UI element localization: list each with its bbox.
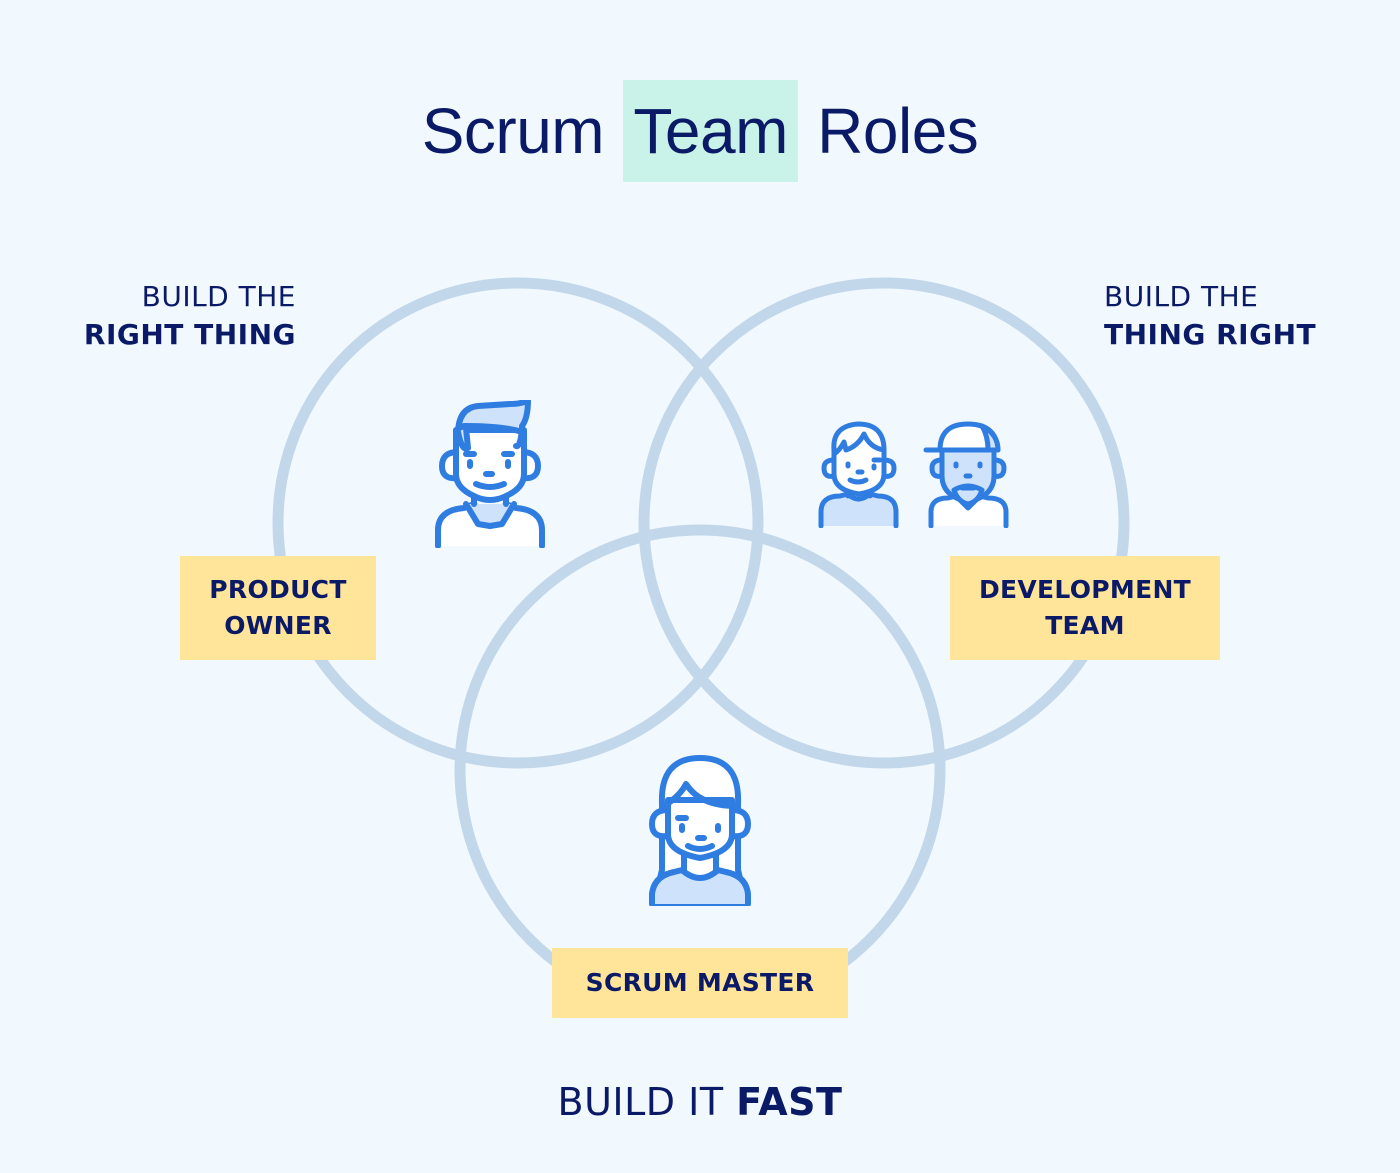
- circle-development-team: [638, 277, 1130, 769]
- title-word-scrum: Scrum: [421, 95, 605, 167]
- tagline-development-light: BUILD THE: [1104, 280, 1259, 313]
- title-word-team-highlighted: Team: [623, 80, 798, 182]
- page-title: Scrum Team Roles: [0, 80, 1400, 182]
- developer-cap-icon: [923, 421, 1009, 528]
- man-with-collar-icon: [435, 400, 545, 548]
- two-developers-icon: [818, 421, 1009, 528]
- role-product-owner-line2: OWNER: [224, 611, 332, 640]
- role-box-scrum-master: SCRUM MASTER: [552, 948, 848, 1018]
- tagline-scrum-master: BUILD IT FAST: [0, 1078, 1400, 1126]
- tagline-scrum-bold: FAST: [736, 1080, 843, 1124]
- tagline-development-team: BUILD THE THING RIGHT: [1104, 278, 1364, 354]
- tagline-product-bold: RIGHT THING: [83, 318, 296, 351]
- tagline-product-owner: BUILD THE RIGHT THING: [60, 278, 296, 354]
- role-box-product-owner: PRODUCT OWNER: [180, 556, 376, 660]
- tagline-product-light: BUILD THE: [141, 280, 296, 313]
- role-development-team-line1: DEVELOPMENT: [978, 575, 1192, 604]
- role-scrum-master-label: SCRUM MASTER: [585, 968, 815, 997]
- tagline-development-bold: THING RIGHT: [1104, 318, 1317, 351]
- developer-boy-icon: [818, 421, 899, 528]
- title-word-roles: Roles: [817, 95, 979, 167]
- circle-product-owner: [272, 277, 764, 769]
- role-development-team-line2: TEAM: [1045, 611, 1125, 640]
- role-product-owner-line1: PRODUCT: [209, 575, 347, 604]
- woman-icon: [649, 755, 751, 906]
- tagline-scrum-light: BUILD IT: [557, 1080, 724, 1124]
- role-box-development-team: DEVELOPMENT TEAM: [950, 556, 1220, 660]
